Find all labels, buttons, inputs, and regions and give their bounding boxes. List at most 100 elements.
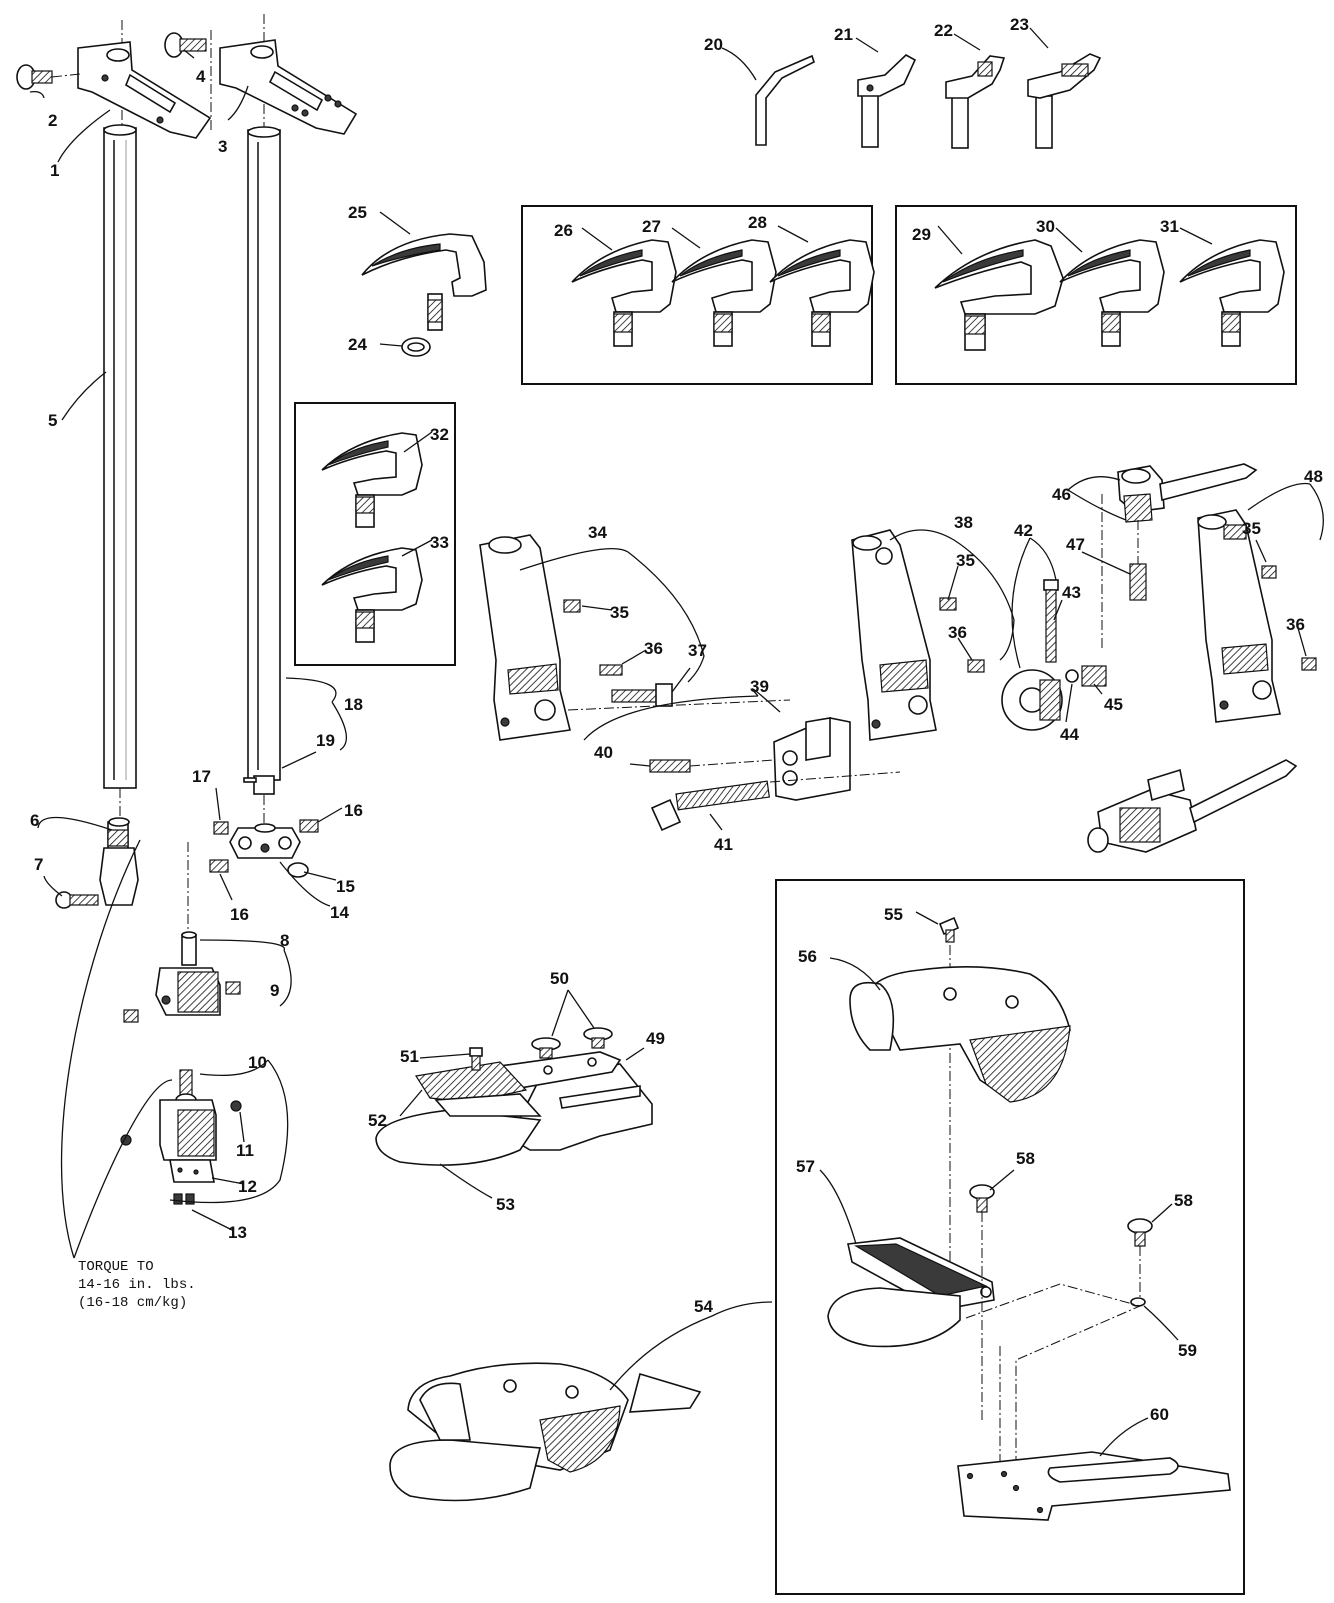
bracket-38 xyxy=(851,529,937,741)
set-screw-36-a xyxy=(599,664,623,676)
needle-clamp-14 xyxy=(229,823,301,859)
callout-35-a: 35 xyxy=(610,603,629,622)
callout-40: 40 xyxy=(594,743,613,762)
callout-31: 31 xyxy=(1160,217,1179,236)
looper-set-box-32-33 xyxy=(294,402,456,666)
callout-22: 22 xyxy=(934,21,953,40)
thread-guide-10 xyxy=(120,1069,242,1205)
callout-19: 19 xyxy=(316,731,335,750)
callout-58-right: 58 xyxy=(1174,1191,1193,1210)
lever-46 xyxy=(1117,463,1258,523)
callout-numbers: 1 2 3 4 5 6 7 8 9 10 11 12 13 14 15 16 1… xyxy=(30,15,1323,1424)
screws-50 xyxy=(531,1027,613,1059)
bracket-34 xyxy=(479,534,791,741)
loopers-32-33 xyxy=(321,432,423,643)
looper-25 xyxy=(361,233,487,331)
loopers-20-23 xyxy=(755,53,1102,149)
looper-20 xyxy=(755,54,815,146)
screw-35-a xyxy=(563,599,581,613)
screw-4 xyxy=(164,32,207,58)
looper-22 xyxy=(945,55,1006,149)
callout-14: 14 xyxy=(330,903,349,922)
leader-lines xyxy=(29,27,1324,1457)
callout-37: 37 xyxy=(688,641,707,660)
callout-58-left: 58 xyxy=(1016,1149,1035,1168)
pin-40 xyxy=(649,759,775,773)
assembled-lever xyxy=(1087,759,1298,853)
callout-29: 29 xyxy=(912,225,931,244)
torque-note-line3: (16-18 cm/kg) xyxy=(78,1295,187,1311)
callout-56: 56 xyxy=(798,947,817,966)
torque-note: TORQUE TO 14-16 in. lbs. (16-18 cm/kg) xyxy=(78,1259,196,1311)
callout-16-upper: 16 xyxy=(344,801,363,820)
callout-5: 5 xyxy=(48,411,57,430)
washer-59 xyxy=(1130,1297,1146,1307)
thread-guide-8 xyxy=(123,842,241,1023)
callout-49: 49 xyxy=(646,1029,665,1048)
set-screw-16-upper xyxy=(299,819,319,833)
callout-27: 27 xyxy=(642,217,661,236)
callout-55: 55 xyxy=(884,905,903,924)
foot-parts-55-60 xyxy=(827,916,1231,1521)
callout-53: 53 xyxy=(496,1195,515,1214)
callout-38: 38 xyxy=(954,513,973,532)
set-screw-11 xyxy=(230,1100,242,1112)
callout-28: 28 xyxy=(748,213,767,232)
callout-16-lower: 16 xyxy=(230,905,249,924)
screw-2 xyxy=(16,64,81,90)
callout-54: 54 xyxy=(694,1297,713,1316)
screw-51 xyxy=(469,1047,483,1071)
callout-8: 8 xyxy=(280,931,289,950)
callout-46: 46 xyxy=(1052,485,1071,504)
screw-37 xyxy=(611,683,673,707)
callout-44: 44 xyxy=(1060,725,1079,744)
collar-42 xyxy=(1001,669,1079,731)
callout-43: 43 xyxy=(1062,583,1081,602)
callout-12: 12 xyxy=(238,1177,257,1196)
screw-13b xyxy=(185,1193,195,1205)
loopers-29-31 xyxy=(934,239,1285,351)
needle-bar-right-assembly xyxy=(164,14,358,878)
callout-30: 30 xyxy=(1036,217,1055,236)
callout-3: 3 xyxy=(218,137,227,156)
callout-15: 15 xyxy=(336,877,355,896)
washer-44 xyxy=(1065,669,1079,683)
block-39 xyxy=(773,717,851,801)
set-screw-47 xyxy=(1129,563,1147,601)
callout-7: 7 xyxy=(34,855,43,874)
looper-21 xyxy=(857,54,917,148)
callout-11: 11 xyxy=(236,1141,254,1160)
presser-foot-assembly-box xyxy=(775,879,1245,1595)
looper-set-box-left xyxy=(521,205,873,385)
presser-foot-54 xyxy=(389,1362,702,1502)
presser-foot-49-53 xyxy=(375,1027,653,1166)
bracket-48 xyxy=(1197,509,1281,723)
set-screw-36-b xyxy=(967,659,985,673)
callout-6: 6 xyxy=(30,811,39,830)
looper-set-box-right xyxy=(895,205,1297,385)
screw-15 xyxy=(287,862,309,878)
callout-52: 52 xyxy=(368,1111,387,1130)
screw-13a xyxy=(173,1193,183,1205)
set-screw-36-c xyxy=(1301,657,1317,671)
callout-1: 1 xyxy=(50,161,59,180)
callout-42: 42 xyxy=(1014,521,1033,540)
set-screw-9 xyxy=(225,981,241,995)
callout-36-a: 36 xyxy=(644,639,663,658)
callout-32: 32 xyxy=(430,425,449,444)
looper-23 xyxy=(1027,53,1102,149)
torque-note-line1: TORQUE TO xyxy=(78,1259,154,1275)
callout-24: 24 xyxy=(348,335,367,354)
screw-43 xyxy=(1043,579,1059,663)
callout-36-c: 36 xyxy=(1286,615,1305,634)
callout-57: 57 xyxy=(796,1157,815,1176)
needle-clamp-6 xyxy=(99,817,139,906)
plate-12 xyxy=(169,1159,215,1183)
screw-7 xyxy=(55,891,99,909)
callout-41: 41 xyxy=(714,835,733,854)
callout-48: 48 xyxy=(1304,467,1323,486)
callout-35-b: 35 xyxy=(956,551,975,570)
callout-39: 39 xyxy=(750,677,769,696)
